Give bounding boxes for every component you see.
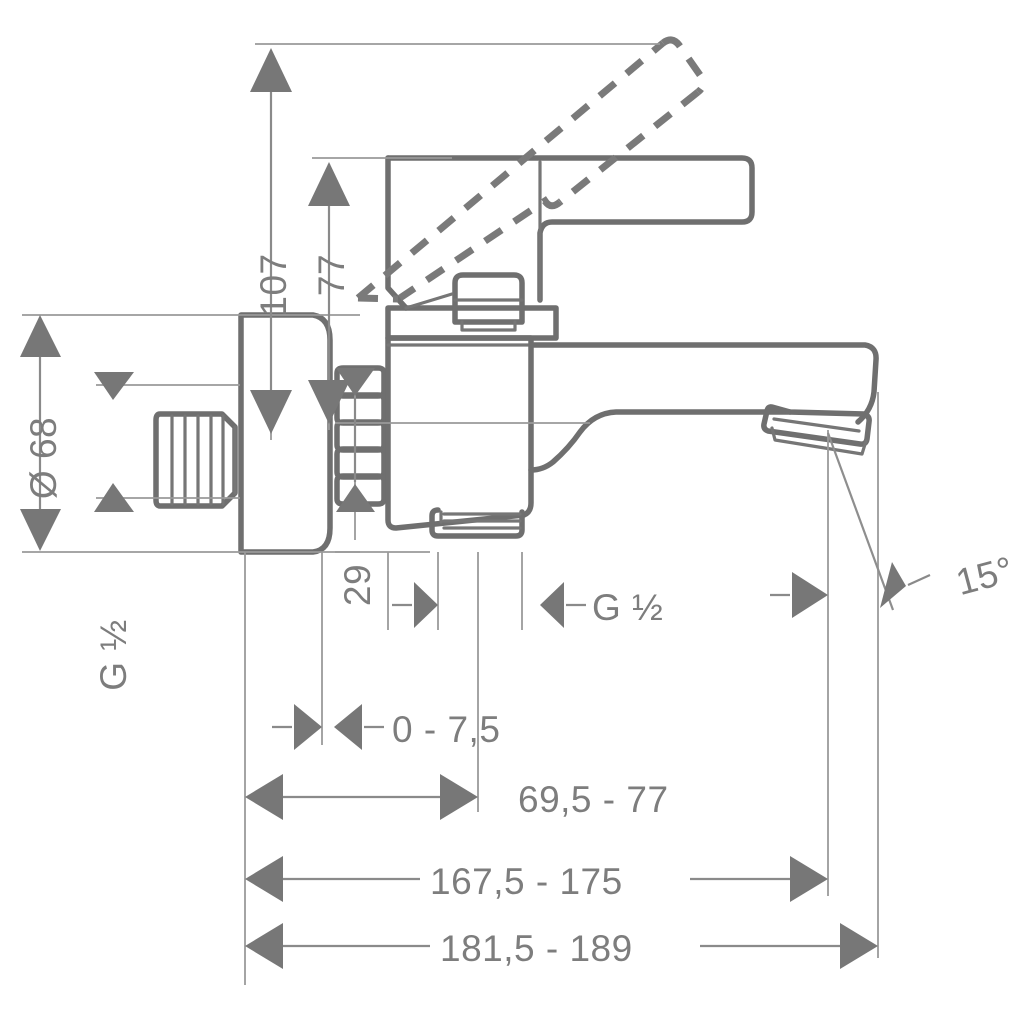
dimension-77: 77 (308, 162, 352, 424)
dimension-0-7-5: 0 - 7,5 (272, 704, 500, 750)
lever-handle (385, 155, 755, 311)
dimension-15-degrees-label: 15° (952, 549, 1018, 603)
shower-outlet-thread (429, 507, 525, 539)
dimension-29: 29 (336, 368, 378, 606)
dimension-181-5-189: 181,5 - 189 (245, 923, 878, 969)
diverter-knob (452, 272, 525, 332)
faucet-geometry (153, 36, 879, 555)
dimension-181-5-189-label: 181,5 - 189 (440, 928, 633, 969)
dimension-15-degrees: 15° (770, 549, 1018, 618)
dimension-167-5-175-label: 167,5 - 175 (430, 861, 623, 902)
dimension-inlet-g-half: G ½ (93, 372, 134, 691)
dimension-0-7-5-label: 0 - 7,5 (392, 709, 500, 750)
dimension-diameter-68: Ø 68 (20, 315, 64, 551)
dimension-outlet-g-half: G ½ (392, 582, 663, 628)
bath-spout (528, 342, 879, 473)
dimension-69-5-77-label: 69,5 - 77 (518, 779, 669, 820)
threaded-inlet-connector (153, 411, 238, 509)
aerator-outlet (761, 404, 872, 456)
mixer-upper-block (385, 305, 559, 341)
dimension-107-label: 107 (253, 253, 294, 316)
lever-handle-raised-position-dashed (355, 36, 707, 303)
dimension-69-5-77: 69,5 - 77 (245, 774, 669, 820)
dimension-diameter-68-label: Ø 68 (23, 417, 64, 499)
dimension-77-label: 77 (311, 254, 352, 296)
dimension-29-label: 29 (337, 564, 378, 606)
dimension-outlet-g-half-label: G ½ (592, 587, 663, 628)
dimension-167-5-175: 167,5 - 175 (245, 856, 828, 902)
dimension-107: 107 (250, 48, 294, 434)
mixer-body (385, 335, 534, 531)
wall-flange-escutcheon (238, 312, 333, 555)
dimension-inlet-g-half-label: G ½ (93, 619, 134, 690)
